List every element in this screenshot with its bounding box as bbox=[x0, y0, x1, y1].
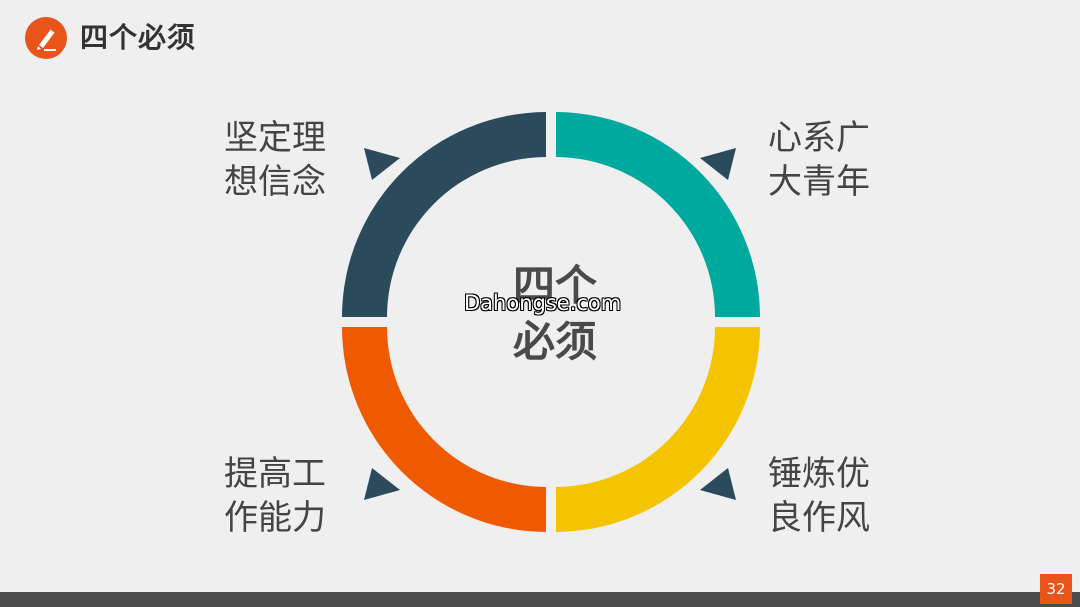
center-title-line2: 必须 bbox=[512, 317, 597, 366]
watermark: Dahongse.com bbox=[464, 291, 622, 315]
arrow-bottom-left bbox=[364, 468, 400, 500]
ring-segment-top-right bbox=[556, 112, 760, 317]
label-bottom-left: 提高工 作能力 bbox=[224, 454, 326, 538]
footer-bar bbox=[0, 592, 1080, 607]
pencil-icon bbox=[25, 17, 67, 59]
center-title: 四个 必须 bbox=[455, 258, 655, 370]
arrow-top-left bbox=[364, 148, 400, 180]
ring-segment-top-left bbox=[342, 112, 546, 317]
label-bottom-right: 锤炼优 良作风 bbox=[768, 454, 870, 538]
arrow-top-right bbox=[700, 148, 736, 180]
ring-segment-bottom-left bbox=[342, 327, 546, 532]
page-number-badge: 32 bbox=[1040, 574, 1072, 604]
ring-segment-bottom-right bbox=[556, 327, 760, 532]
page-title: 四个必须 bbox=[80, 21, 197, 54]
label-top-left: 坚定理 想信念 bbox=[224, 118, 326, 202]
header-logo bbox=[24, 16, 68, 60]
center-title-line1: 四个 bbox=[512, 261, 597, 310]
arrow-bottom-right bbox=[700, 468, 736, 500]
label-top-right: 心系广 大青年 bbox=[768, 118, 870, 202]
